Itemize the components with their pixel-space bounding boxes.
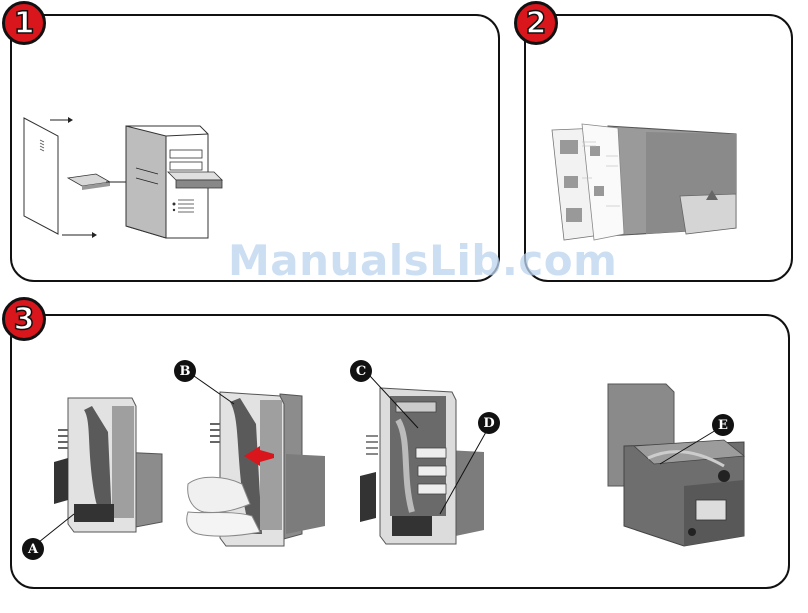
- callout-b: B: [174, 360, 196, 382]
- callout-e: E: [712, 414, 734, 436]
- step-2-badge: 2: [514, 1, 558, 45]
- step-3-number: 3: [14, 302, 35, 337]
- step-1-badge: 1: [2, 1, 46, 45]
- watermark: ManualsLib.com: [228, 236, 617, 285]
- step-2-illustration: [546, 116, 746, 256]
- step-2-number: 2: [526, 6, 547, 41]
- callout-b-leader: [190, 372, 240, 412]
- callout-c-leader: [366, 372, 426, 432]
- callout-a: A: [22, 538, 44, 560]
- step-1-number: 1: [14, 6, 35, 41]
- step-3-badge: 3: [2, 297, 46, 341]
- callout-d: D: [478, 412, 500, 434]
- step-1-illustration: [18, 100, 258, 250]
- callout-c: C: [350, 360, 372, 382]
- callout-d-leader: [430, 428, 490, 518]
